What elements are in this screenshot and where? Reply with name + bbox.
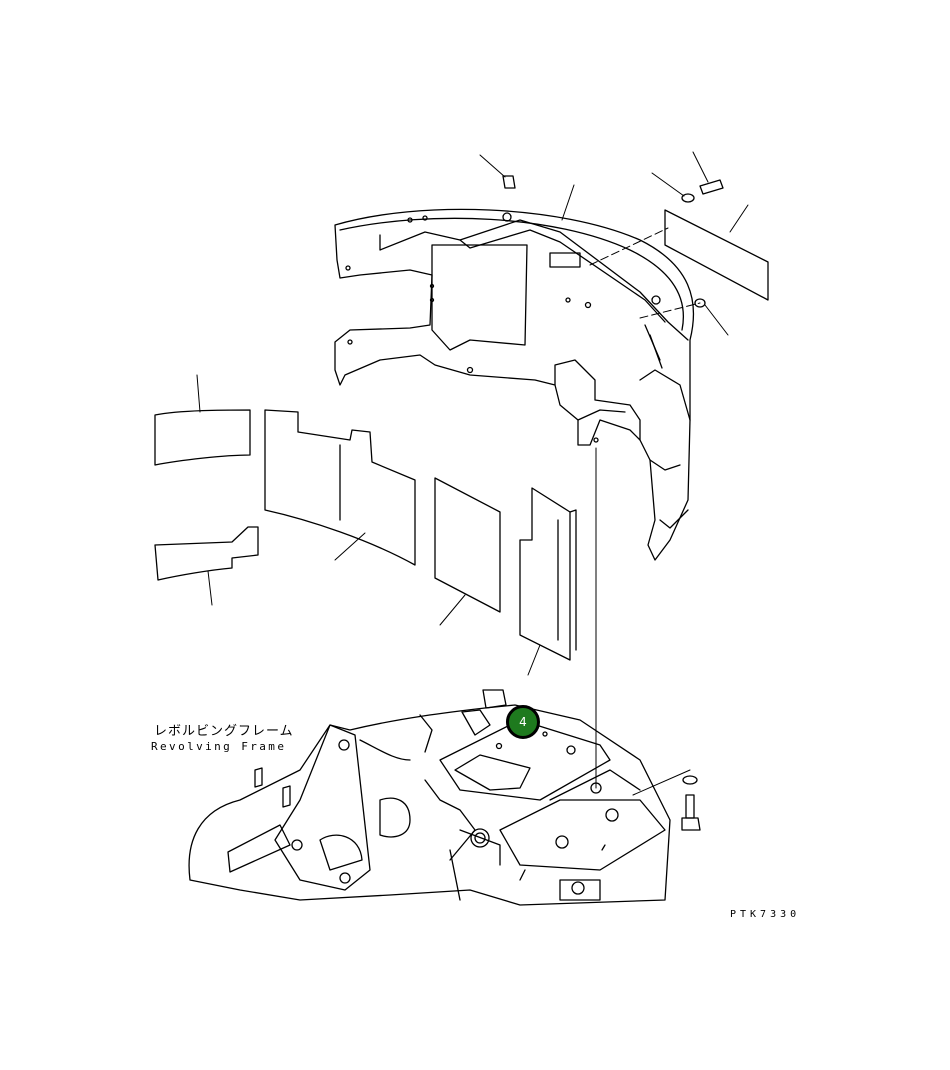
- frame-bolt: [681, 775, 701, 831]
- revolving-frame-label-japanese: レボルビングフレーム: [154, 724, 294, 739]
- revolving-frame-label-english: Revolving Frame: [151, 740, 287, 753]
- counterweight-cover: [334, 208, 695, 561]
- leader-lines: [196, 151, 749, 796]
- insulation-pad-upper-left: [154, 409, 251, 466]
- drawing-id: PTK7330: [730, 909, 801, 920]
- insulation-pad-right: [519, 487, 577, 661]
- side-cover-plate: [664, 209, 769, 301]
- insulation-pad-lower-left: [154, 526, 259, 581]
- assembly-dashed-lines: [589, 227, 701, 319]
- insulation-pad-rect: [434, 477, 501, 613]
- fasteners-top: [502, 175, 724, 308]
- insulation-pad-large: [264, 409, 416, 566]
- callout-badge-4[interactable]: 4: [506, 705, 540, 739]
- revolving-frame: [188, 689, 671, 906]
